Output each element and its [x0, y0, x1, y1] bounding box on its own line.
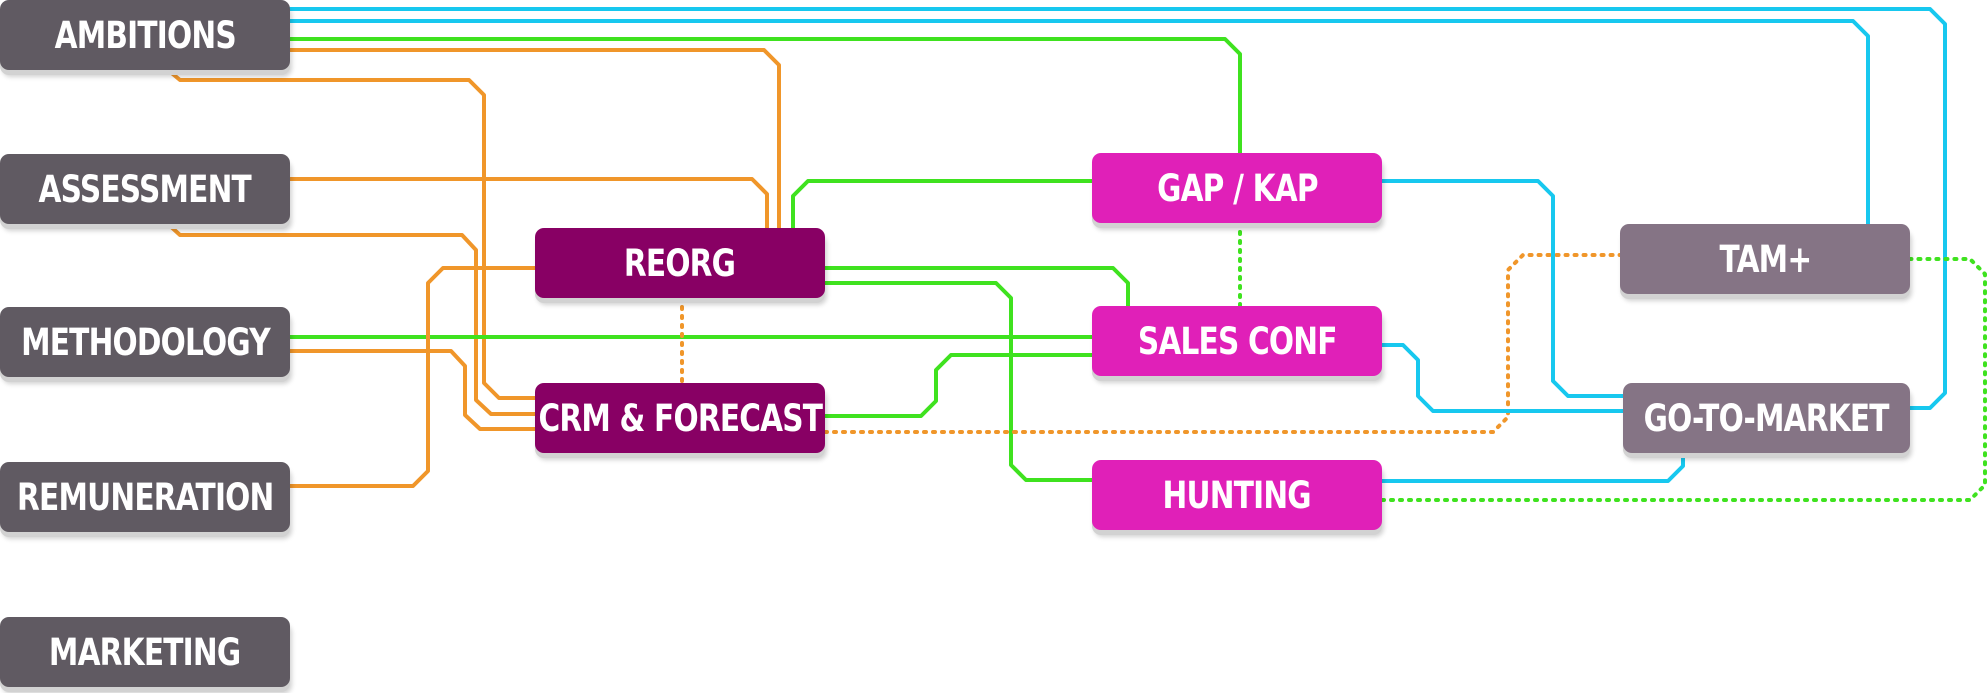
connector-assessment-to-crm: [166, 222, 537, 416]
connector-assessment-to-reorg: [288, 177, 769, 230]
connector-reorg-to-salesconf: [823, 266, 1130, 308]
connector-crm-to-tam: [823, 253, 1622, 434]
connector-crm-to-salesconf: [823, 353, 1094, 418]
node-sales-conf: SALES CONF: [1092, 306, 1382, 376]
node-gap-kap-label: GAP / KAP: [1156, 166, 1318, 210]
node-crm-forecast: CRM & FORECAST: [535, 383, 825, 453]
node-methodology-label: METHODOLOGY: [20, 320, 271, 364]
connector-ambitions-to-gtm: [288, 7, 1947, 410]
connector-gapkap-to-gtm: [1380, 179, 1625, 398]
node-hunting: HUNTING: [1092, 460, 1382, 530]
node-go-to-market-label: GO-TO-MARKET: [1643, 396, 1890, 440]
node-ambitions-label: AMBITIONS: [54, 13, 236, 57]
connector-reorg-to-gapkap: [791, 179, 1094, 230]
node-marketing: MARKETING: [0, 617, 290, 687]
node-crm-forecast-label: CRM & FORECAST: [538, 396, 823, 440]
connector-ambitions-to-reorg: [288, 48, 781, 230]
connector-methodology-to-crm: [288, 349, 537, 431]
node-reorg: REORG: [535, 228, 825, 298]
connector-remuneration-to-reorg: [288, 266, 537, 488]
node-go-to-market: GO-TO-MARKET: [1623, 383, 1910, 453]
node-remuneration: REMUNERATION: [0, 462, 290, 532]
node-remuneration-label: REMUNERATION: [16, 475, 274, 519]
connector-hunting-to-tam: [1380, 257, 1987, 502]
node-tam-plus: TAM+: [1620, 224, 1910, 294]
connector-ambitions-to-gapkap: [288, 37, 1242, 155]
node-assessment: ASSESSMENT: [0, 154, 290, 224]
connector-salesconf-to-gtm: [1380, 343, 1625, 413]
node-assessment-label: ASSESSMENT: [38, 167, 252, 211]
node-sales-conf-label: SALES CONF: [1137, 319, 1338, 363]
node-ambitions: AMBITIONS: [0, 0, 290, 70]
node-marketing-label: MARKETING: [49, 630, 241, 674]
connector-ambitions-to-tam: [288, 19, 1870, 226]
connector-hunting-to-gtm: [1380, 451, 1685, 483]
connector-ambitions-to-crm: [166, 68, 537, 400]
node-tam-plus-label: TAM+: [1719, 237, 1812, 281]
node-reorg-label: REORG: [624, 241, 736, 285]
connector-reorg-to-hunting: [823, 281, 1094, 482]
node-hunting-label: HUNTING: [1162, 473, 1312, 517]
node-methodology: METHODOLOGY: [0, 307, 290, 377]
node-gap-kap: GAP / KAP: [1092, 153, 1382, 223]
